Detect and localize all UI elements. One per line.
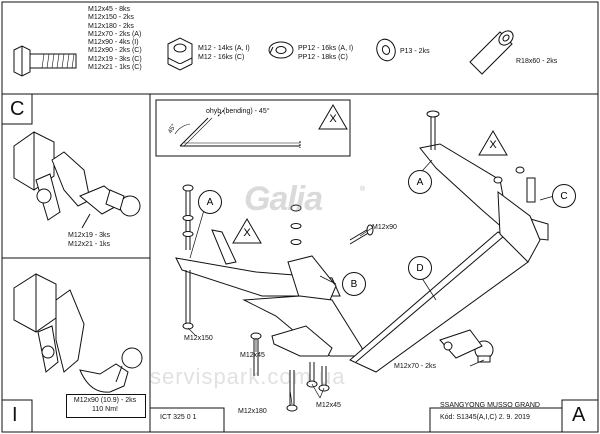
main-assembly [175,110,549,412]
warning-mark: X [489,139,497,151]
bolt-spec-list: M12x45 - 8ks M12x150 - 2ks M12x180 - 2ks… [88,6,142,72]
nut-spec: M12 - 14ks (A, I) [198,45,250,52]
warning-mark: X [329,113,337,125]
corner-letter-a: A [572,404,586,426]
c-bolt-spec-list: M12x19 - 3ks M12x21 - 1ks [68,232,110,249]
flat-washer-spec: P13 - 2ks [400,48,430,55]
callout-m12x90: M12x90 [372,224,397,231]
part-label-d: D [408,256,432,280]
warning-triangle-icon: X [318,104,348,130]
washer-spec: PP12 - 16ks (A, I) [298,45,354,52]
callout-m12x180: M12x180 [238,408,267,415]
bolt-spec: M12x70 - 2ks (A) [88,30,142,38]
spring-washer-icon [268,41,294,59]
part-label-a: A [408,170,432,194]
callout-m12x150: M12x150 [184,335,213,342]
bolt-spec: M12x45 - 8ks [88,6,131,13]
flat-washer-icon [376,38,396,62]
bolt-spec: M12x180 - 2ks [88,22,134,30]
nut-spec: M12 - 16ks (C) [198,54,245,61]
bolt-spec: M12x19 - 3ks (C) [88,55,142,63]
i-panel-hitch [13,273,143,393]
brand-logo: Galia [244,180,323,218]
c-panel-hitch [13,131,141,229]
bolt-spec: M12x90 - 4ks (I) [88,39,139,47]
c-bolt-spec: M12x19 - 3ks [68,232,111,239]
corner-letter-i: I [12,404,18,426]
corner-letter-c: C [10,98,25,120]
warning-triangle-icon: X [478,130,508,156]
washer-spec-list: PP12 - 16ks (A, I) PP12 - 18ks (C) [298,44,353,62]
part-label-b: B [342,272,366,296]
i-spec-list: M12x90 (10.9) - 2ks 110 Nm! [68,397,142,414]
bolt-spec: M12x90 - 2ks (C) [88,47,142,55]
i-spec: 110 Nm! [92,405,118,413]
i-spec: M12x90 (10.9) - 2ks [73,397,137,404]
bolt-spec: M12x21 - 1ks (C) [88,64,142,72]
callout-m12x45-left: M12x45 [240,352,265,359]
part-label-c: C [552,184,576,208]
watermark: servispark.com.ua [150,364,346,389]
spacer-tube-icon [469,30,514,75]
c-bolt-spec: M12x21 - 1ks [68,240,111,248]
callout-m12x70: M12x70 - 2ks [394,363,437,370]
part-label-text: A [206,196,214,208]
kit-code: Kód: S1345(A,I,C) 2. 9. 2019 [440,414,530,421]
nut-icon [167,37,193,71]
vehicle-name: SSANGYONG MUSSO GRAND [440,402,540,409]
bending-note-text: ohyb (bending) - 45° [206,108,270,115]
i-spec-box [66,394,146,418]
warning-mark: X [243,227,251,239]
nut-spec-list: M12 - 14ks (A, I) M12 - 16ks (C) [198,44,250,62]
part-label-text: C [560,190,568,202]
part-label-a: A [198,190,222,214]
part-label-text: A [416,176,424,188]
registered-mark: ® [360,186,366,193]
part-label-text: D [416,262,424,274]
drawing-number: ICT 325 0 1 [160,414,197,421]
callout-m12x45-bottom: M12x45 [316,402,341,409]
bolt-spec: M12x150 - 2ks [88,14,134,22]
spacer-spec: R18x60 - 2ks [516,58,558,65]
bending-illustration [174,109,301,148]
warning-triangle-icon: X [232,218,262,244]
washer-spec: PP12 - 18ks (C) [298,54,348,61]
part-label-text: B [350,278,358,290]
bolt-icon [13,45,77,77]
